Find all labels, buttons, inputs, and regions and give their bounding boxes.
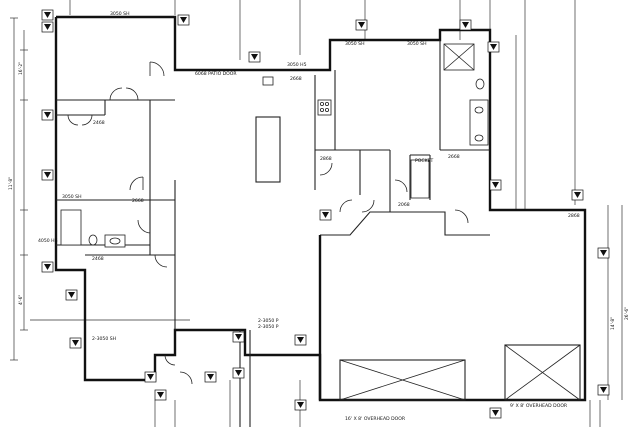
tag-10 (154, 389, 167, 401)
pocket-door (410, 159, 430, 199)
tag-1 (41, 9, 54, 21)
label-dim-right-a: 26'-6" (624, 307, 630, 320)
room-tags (41, 9, 610, 419)
label-bedroom-window: 3050 SH (110, 11, 130, 17)
label-window-entry: 2-3050 P (258, 318, 279, 324)
label-window-left-mid: 3050 SH (62, 194, 82, 200)
label-door-c: 2868 (320, 156, 332, 162)
bathtub (60, 209, 82, 246)
exterior-walls (54, 15, 587, 402)
tag-21 (571, 189, 584, 201)
kitchen-sink (262, 76, 274, 86)
label-window-top-right-b: 3050 SH (407, 41, 427, 47)
label-window-left-bath: 4050 HS (38, 238, 58, 244)
label-door-d: 2668 (448, 154, 460, 160)
label-window-bottom-left: 2-3050 SH (92, 336, 116, 342)
fixtures (60, 43, 489, 248)
tag-15 (294, 399, 307, 411)
label-door-b: 2468 (92, 256, 104, 262)
label-door-e: 2068 (398, 202, 410, 208)
label-dim-left-a: 11'-8" (8, 177, 14, 190)
label-door-g: 2468 (93, 120, 105, 126)
label-door-f: 2868 (568, 213, 580, 219)
label-dim-right-b: 14'-8" (610, 317, 616, 330)
tag-6 (41, 261, 54, 273)
tag-25 (319, 209, 332, 221)
doors (67, 61, 469, 385)
tag-20 (489, 179, 502, 191)
tag-17 (355, 19, 368, 31)
tag-11 (204, 371, 217, 383)
overhead-door-left (339, 359, 466, 401)
tag-2 (41, 21, 54, 33)
plan-labels: 3050 SH 6068 PATIO DOOR 3050 H5 3050 SH … (8, 11, 630, 422)
range (317, 99, 332, 116)
toilet-right (475, 78, 485, 90)
kitchen-island (255, 116, 281, 183)
vanity-right (469, 99, 489, 146)
label-door-h: 2668 (290, 76, 302, 82)
label-dim-left-c: 4'-6" (18, 295, 24, 305)
label-overhead-door-right: 9' X 8' OVERHEAD DOOR (510, 403, 568, 409)
tag-14 (294, 334, 307, 346)
overhead-door-right (504, 344, 581, 401)
tag-4 (41, 109, 54, 121)
interior-walls (56, 40, 490, 427)
label-window-entry-b: 2-3050 P (258, 324, 279, 330)
toilet-left (88, 234, 98, 246)
tag-23 (597, 384, 610, 396)
tag-12 (232, 331, 245, 343)
tag-19 (487, 41, 500, 53)
tag-7 (65, 289, 78, 301)
tag-24 (489, 407, 502, 419)
tag-22 (597, 247, 610, 259)
tag-8 (69, 337, 82, 349)
label-door-a: 2668 (132, 198, 144, 204)
garage-doors (339, 344, 581, 401)
tag-16 (248, 51, 261, 63)
tag-9 (144, 371, 157, 383)
label-window-top-mid: 3050 H5 (287, 62, 307, 68)
label-overhead-door-left: 16' X 8' OVERHEAD DOOR (345, 416, 406, 422)
tag-5 (41, 169, 54, 181)
tag-3 (177, 14, 190, 26)
label-patio-door: 6068 PATIO DOOR (195, 71, 237, 77)
label-pocket: POCKET (415, 158, 434, 164)
label-dim-left-b: 16'-2" (18, 62, 24, 75)
tag-18 (459, 19, 472, 31)
kitchen (255, 75, 332, 183)
tag-13 (232, 367, 245, 379)
label-window-top-right-a: 3050 SH (345, 41, 365, 47)
dimension-lines (10, 0, 623, 427)
